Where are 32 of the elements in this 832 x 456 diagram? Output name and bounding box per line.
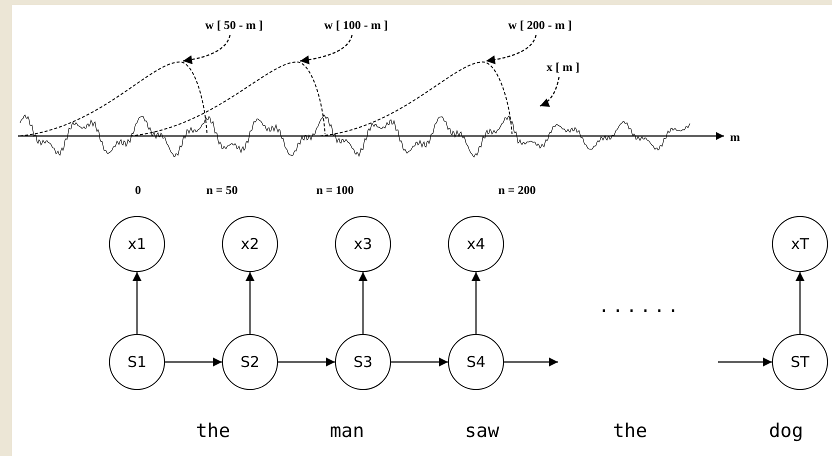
index-label: n = 200 — [498, 183, 536, 198]
arrow — [504, 358, 558, 366]
index-label: n = 50 — [206, 183, 238, 198]
arrow — [165, 358, 222, 366]
arrow — [718, 358, 772, 366]
window-curve — [320, 62, 512, 136]
arrow — [246, 272, 254, 334]
window-curve — [130, 62, 326, 136]
leader-label: w [ 200 - m ] — [508, 18, 572, 33]
window-curve — [20, 62, 208, 136]
leader-label: x [ m ] — [546, 60, 580, 75]
arrow — [358, 272, 368, 334]
arrow — [472, 272, 480, 334]
leader-line — [486, 34, 537, 64]
arrow — [278, 358, 335, 366]
word-label: the — [196, 420, 230, 442]
index-label: n = 100 — [316, 183, 354, 198]
axis-label: m — [730, 130, 740, 145]
leader-line — [540, 76, 560, 107]
leader-line — [182, 34, 231, 64]
leader-label: w [ 100 - m ] — [324, 18, 388, 33]
leader-label: w [ 50 - m ] — [205, 18, 263, 33]
word-label: man — [330, 420, 364, 442]
arrow — [391, 358, 448, 366]
word-label: the — [612, 420, 648, 442]
word-label: saw — [464, 420, 500, 442]
word-label: dog — [768, 420, 804, 442]
ellipsis: ...... — [598, 296, 682, 317]
arrow — [796, 272, 804, 334]
arrow — [132, 272, 142, 334]
index-label: 0 — [135, 183, 141, 198]
leader-line — [300, 34, 353, 64]
